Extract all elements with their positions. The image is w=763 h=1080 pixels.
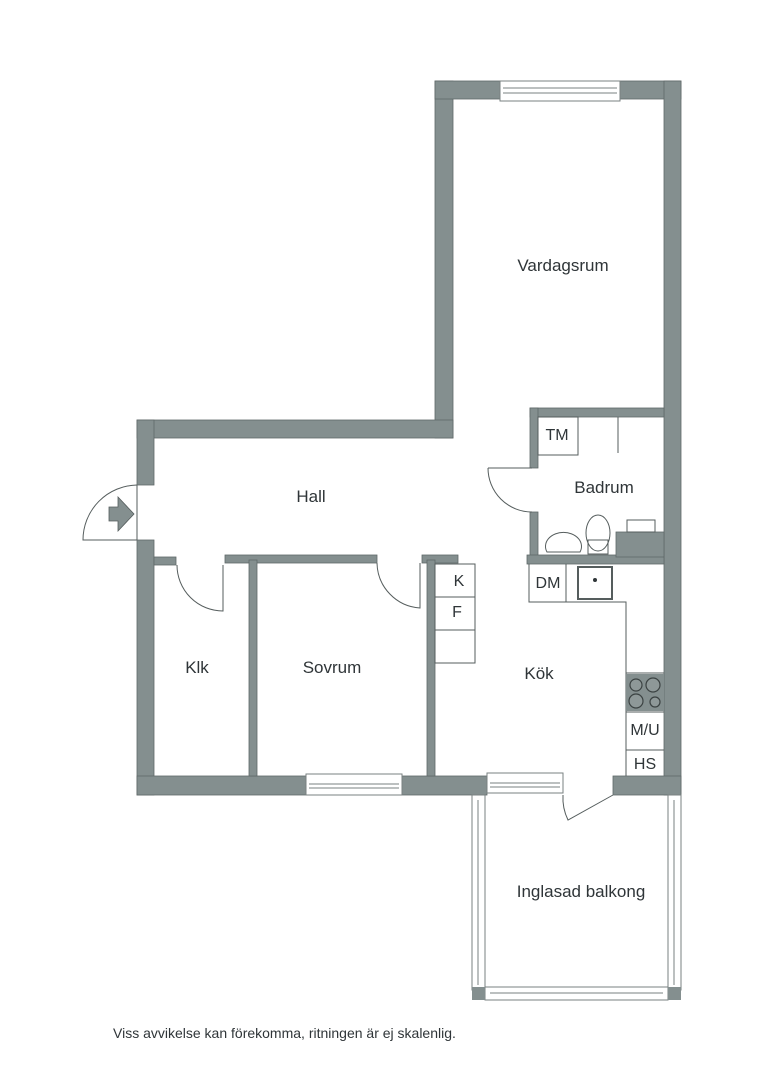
wall <box>224 554 378 564</box>
entrance-arrow-icon <box>108 495 135 533</box>
sink-icon <box>545 531 582 553</box>
wall <box>529 407 665 418</box>
wall <box>663 80 682 796</box>
wall <box>136 419 454 439</box>
entrance-door-swing <box>82 484 138 541</box>
fixture-label-k: K <box>453 573 465 590</box>
wall <box>153 556 177 566</box>
wall <box>434 80 454 439</box>
wall <box>612 775 682 796</box>
disclaimer-text: Viss avvikelse kan förekomma, ritningen … <box>113 1025 456 1041</box>
stove-icon <box>626 674 664 711</box>
klk-door-swing <box>176 564 224 612</box>
sink-icon <box>577 566 613 600</box>
room-label-balkong: Inglasad balkong <box>516 882 646 901</box>
room-label-klk: Klk <box>185 658 209 677</box>
balcony-door-swing <box>562 794 614 821</box>
fixture-label-tm: TM <box>545 427 569 444</box>
fixture-label-mu: M/U <box>630 722 660 739</box>
wall <box>426 559 436 777</box>
fixture-label-dm: DM <box>535 575 561 592</box>
wall <box>615 531 665 558</box>
washer-box <box>537 416 579 456</box>
toilet-icon <box>585 514 611 552</box>
wall <box>248 559 258 777</box>
room-label-hall: Hall <box>296 487 326 506</box>
fixture-label-hs: HS <box>633 756 657 773</box>
wall <box>529 511 539 558</box>
wall <box>136 539 155 796</box>
fixture-label-f: F <box>452 604 462 621</box>
window <box>499 80 621 102</box>
room-label-vardagsrum: Vardagsrum <box>517 256 609 275</box>
bath-door-swing <box>487 467 533 513</box>
room-label-badrum: Badrum <box>574 478 634 497</box>
room-label-sovrum: Sovrum <box>302 658 362 677</box>
wall <box>421 554 459 564</box>
wall <box>136 419 155 486</box>
wall <box>526 554 665 565</box>
sovrum-door-swing <box>376 562 421 609</box>
shelf <box>626 519 656 533</box>
room-label-kok: Kök <box>524 664 554 683</box>
wall <box>529 407 539 469</box>
